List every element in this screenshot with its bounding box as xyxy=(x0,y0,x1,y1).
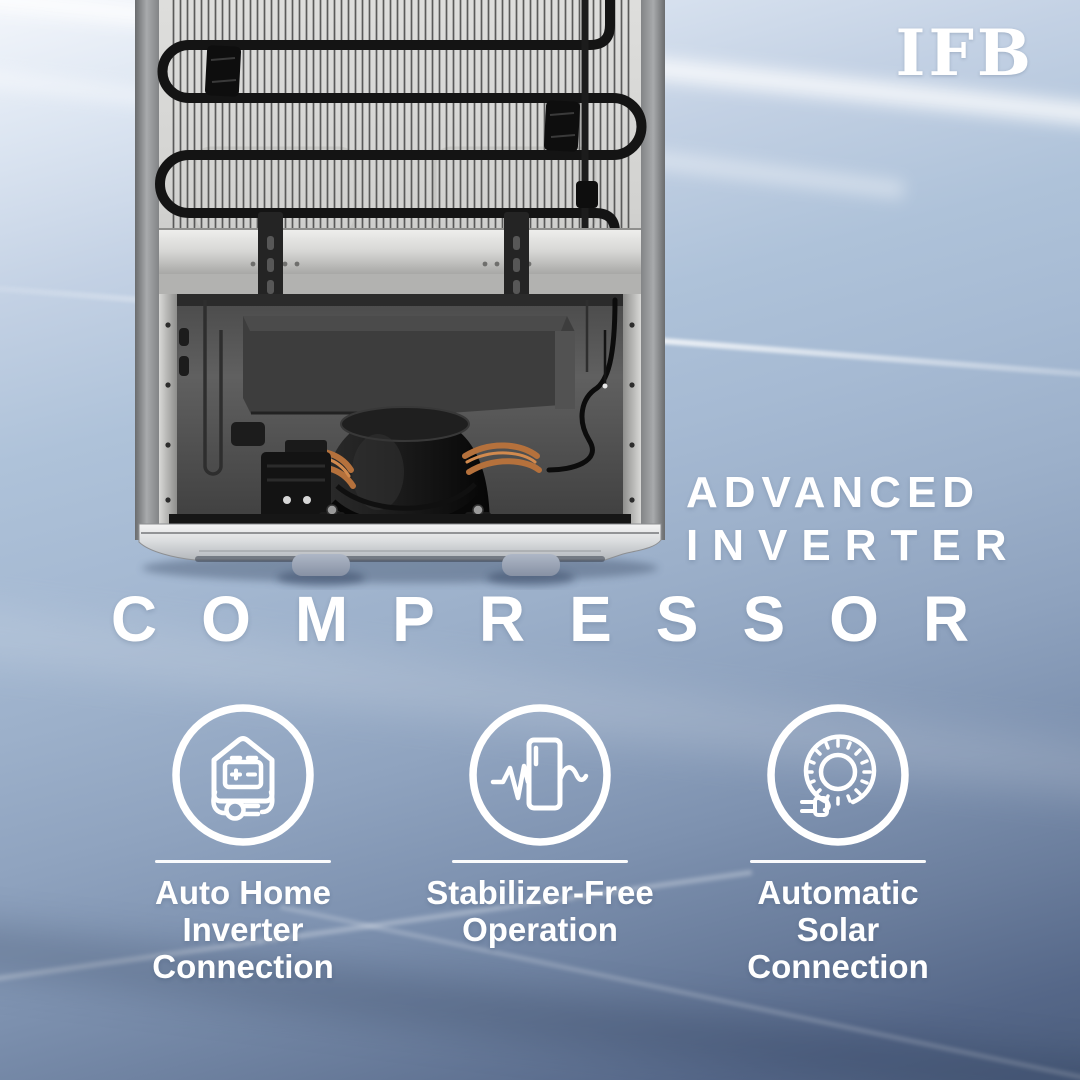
refrigerator-back-illustration xyxy=(135,0,665,586)
home-inverter-battery-plug-icon xyxy=(172,704,314,846)
feature-divider xyxy=(452,860,628,863)
feature-divider xyxy=(155,860,331,863)
headline-compressor: COMPRESSOR xyxy=(110,583,1014,655)
brand-logo: IFB xyxy=(895,16,1034,91)
fridge-heartbeat-wave-icon xyxy=(469,704,611,846)
feature-label-stabilizer-free: Stabilizer-Free Operation xyxy=(426,874,654,948)
feature-label-automatic-solar: Automatic Solar Connection xyxy=(747,874,929,985)
sun-solar-plug-icon xyxy=(767,704,909,846)
feature-auto-home-inverter: Auto Home Inverter Connection xyxy=(110,700,376,985)
headline-inverter: INVERTER xyxy=(686,521,1021,570)
feature-automatic-solar: Automatic Solar Connection xyxy=(705,700,971,985)
headline-advanced: ADVANCED xyxy=(686,468,981,517)
headline-sub: ADVANCED INVERTER xyxy=(686,468,1020,571)
feature-stabilizer-free: Stabilizer-Free Operation xyxy=(407,700,673,948)
feature-label-auto-home-inverter: Auto Home Inverter Connection xyxy=(152,874,334,985)
feature-divider xyxy=(750,860,926,863)
refrigerator-back-photo xyxy=(135,0,665,590)
